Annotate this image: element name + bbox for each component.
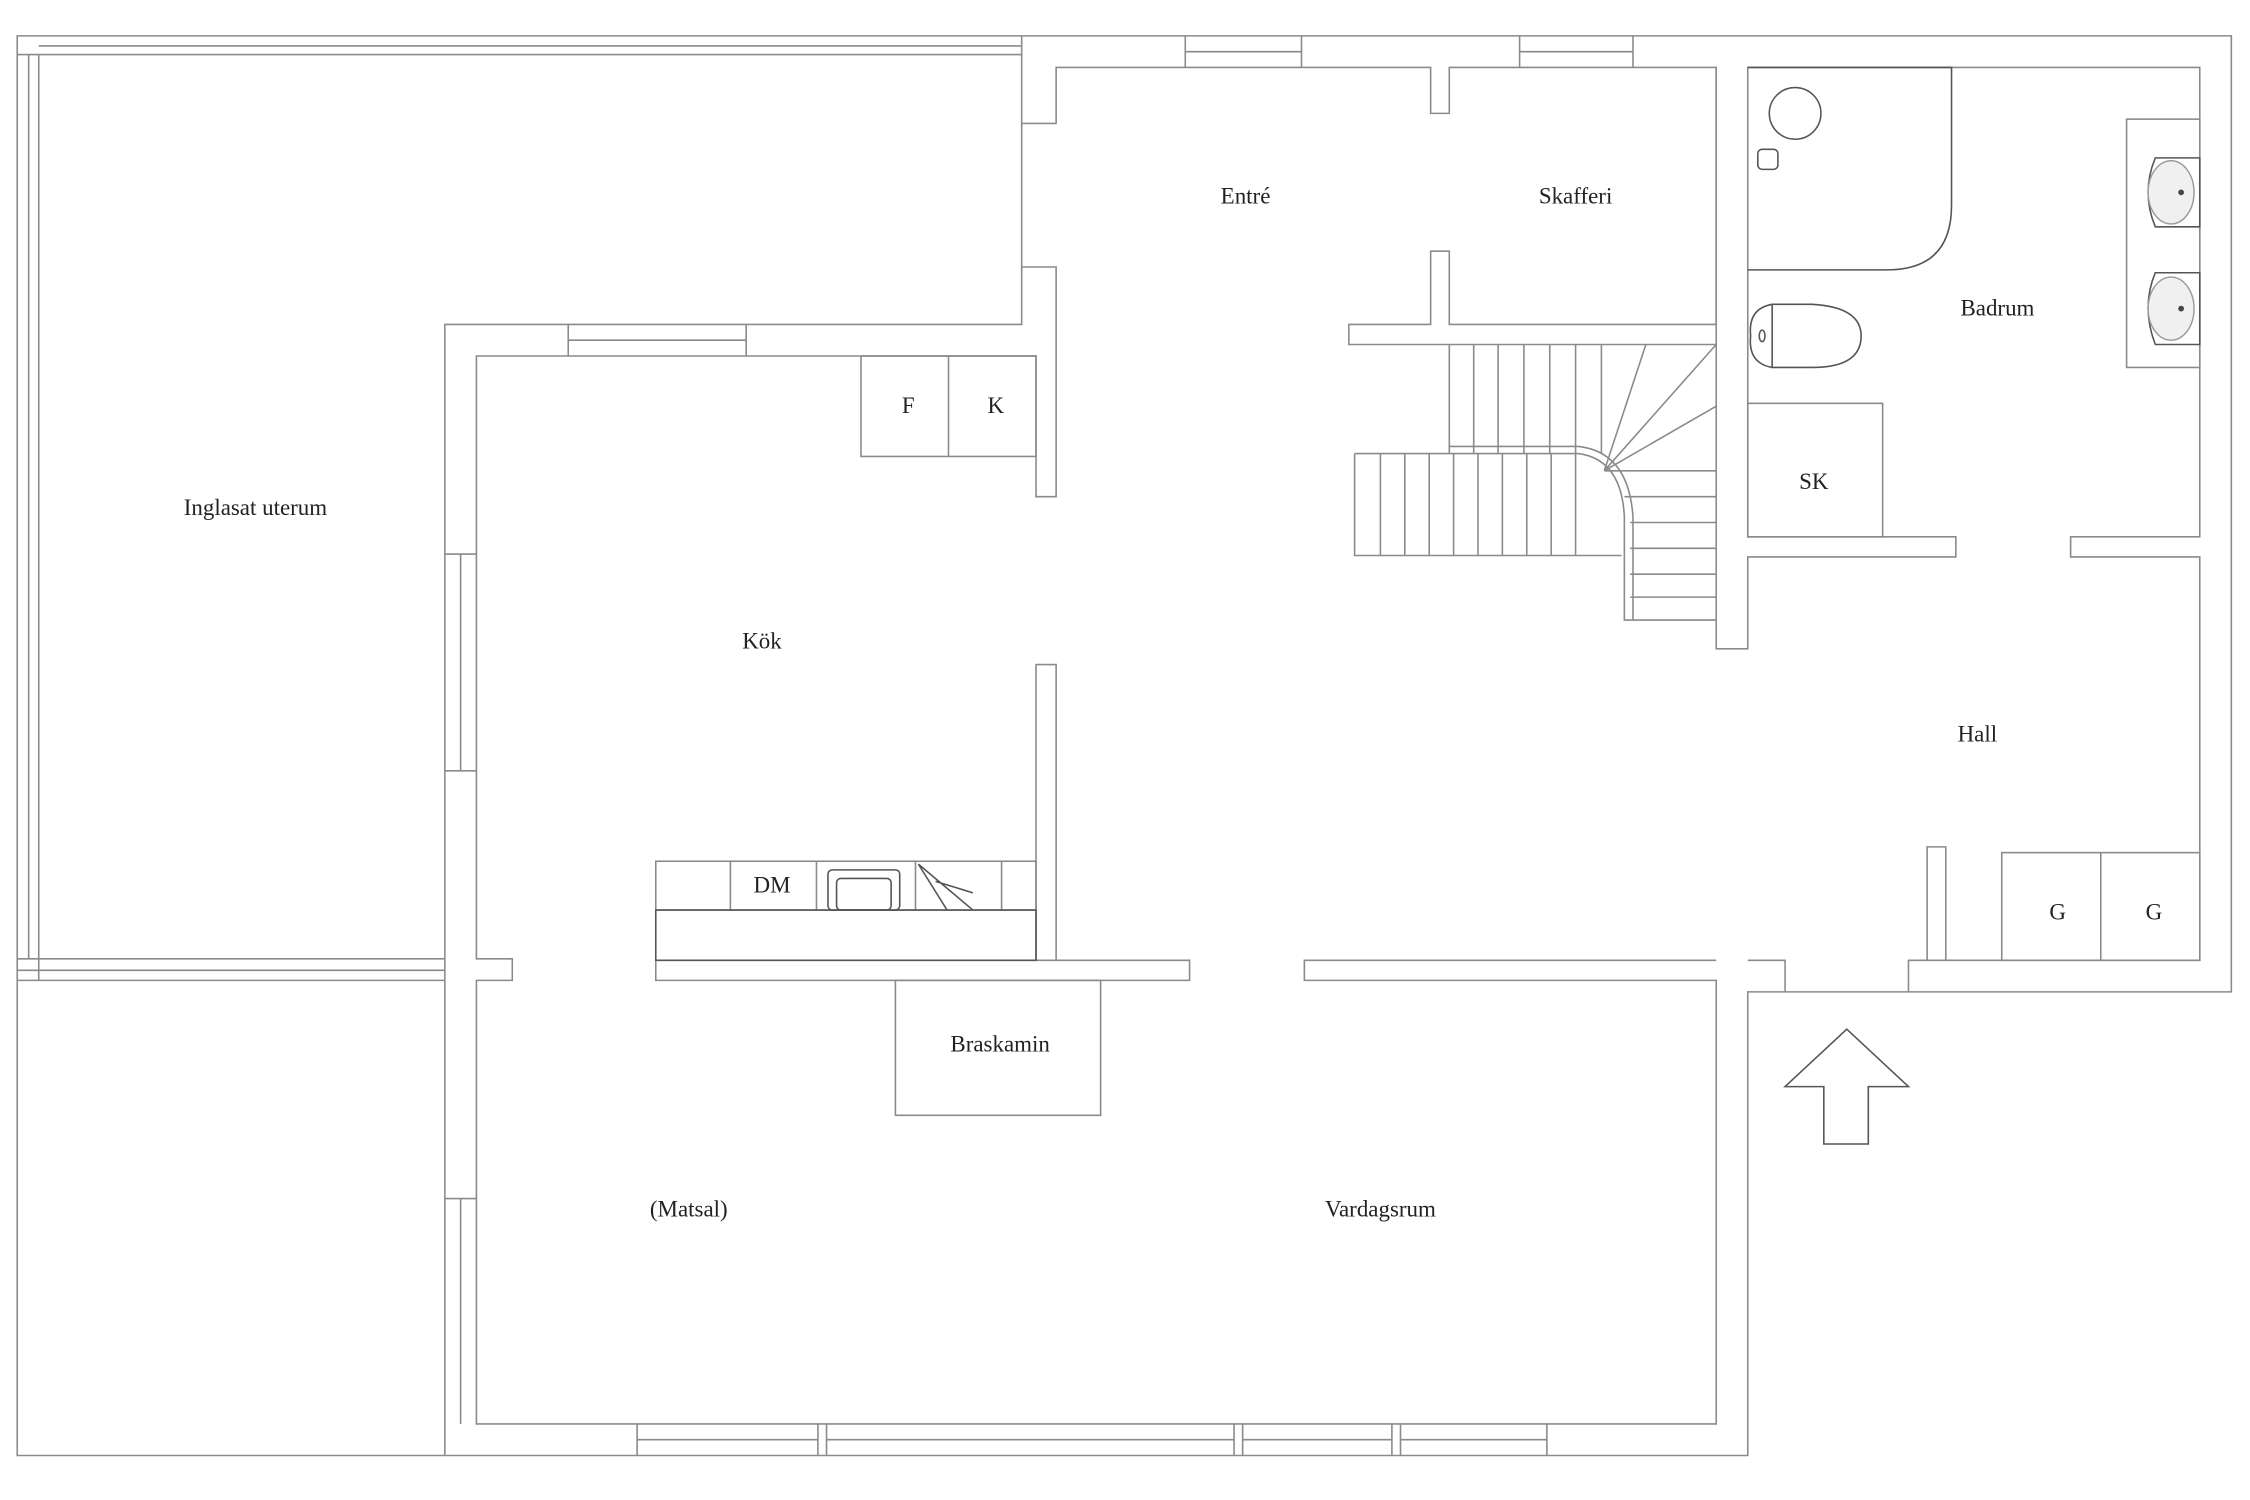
label-freezer: F [902,393,915,418]
sink-icon [2147,157,2201,228]
stove-icon [917,863,974,911]
sink-icon [2147,271,2201,346]
label-dishwasher: DM [754,872,791,897]
room-label-vardagsrum: Vardagsrum [1325,1197,1436,1222]
room-label-hall: Hall [1958,722,1998,747]
room-label-entre: Entré [1221,183,1271,208]
room-label-kok: Kök [742,628,782,653]
labels: Inglasat uterum Kök (Matsal) Vardagsrum … [184,183,2162,1221]
staircase [1353,343,1717,621]
bathroom-fixtures [1746,66,2201,538]
kitchen-fixtures [654,355,2201,1117]
room-label-matsal: (Matsal) [650,1197,728,1222]
label-closet: SK [1799,469,1829,494]
room-label-uterum: Inglasat uterum [184,495,328,520]
room-label-skafferi: Skafferi [1539,183,1613,208]
room-label-badrum: Badrum [1960,295,2034,320]
shower [1747,66,1953,271]
label-fridge: K [988,393,1005,418]
label-wardrobe-1: G [2049,900,2066,925]
label-wardrobe-2: G [2146,900,2163,925]
entrance-arrow-icon [1783,1028,1911,1145]
toilet-icon [1749,303,1862,369]
walls [16,35,2233,1457]
label-braskamin: Braskamin [950,1032,1050,1057]
fireplace [894,979,1102,1117]
kitchen-sink-icon [827,869,901,911]
shower-drain-icon [1768,86,1822,141]
